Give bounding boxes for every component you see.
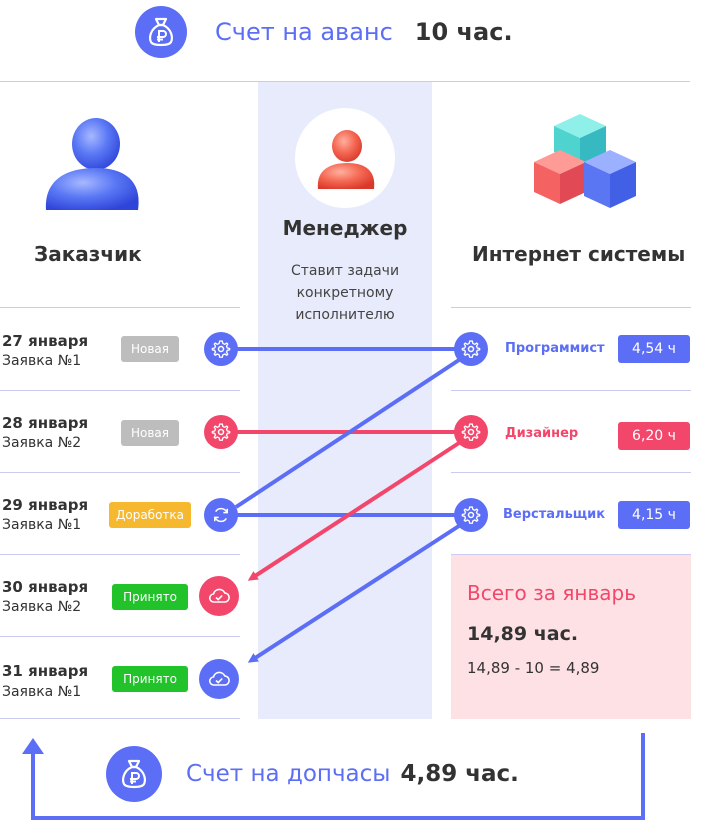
- request-date: 31 января: [2, 662, 89, 680]
- customer-avatar-icon: [38, 110, 142, 214]
- request-number: Заявка №1: [2, 684, 82, 700]
- status-badge: Принято: [112, 666, 188, 692]
- performer-role: Верстальщик: [503, 507, 606, 522]
- cloud-check-icon: [208, 588, 230, 603]
- money-bag-ruble-icon: [106, 746, 162, 802]
- gear-icon: [461, 423, 481, 441]
- return-loop: [31, 733, 645, 820]
- cubes-icon: [530, 108, 640, 214]
- gear-button[interactable]: [204, 332, 238, 366]
- gear-icon: [211, 340, 231, 358]
- gear-button[interactable]: [454, 415, 488, 449]
- money-bag-ruble-icon: [135, 6, 187, 58]
- performer-role: Программист: [505, 341, 605, 356]
- status-badge: Новая: [121, 336, 179, 362]
- advance-invoice-header: Счет на аванс 10 час.: [135, 6, 513, 58]
- gear-button[interactable]: [454, 498, 488, 532]
- cloud-check-icon: [208, 671, 230, 686]
- status-badge: Новая: [121, 420, 179, 446]
- gear-icon: [461, 506, 481, 524]
- gear-icon: [211, 423, 231, 441]
- performer-hours: 6,20 ч: [618, 422, 690, 450]
- systems-divider: [451, 554, 691, 555]
- request-date: 29 января: [2, 496, 89, 514]
- manager-avatar-icon: [317, 130, 375, 189]
- manager-description: Ставит задачи конкретному исполнителю: [290, 263, 400, 323]
- connector-arrow: [247, 439, 464, 581]
- advance-invoice-title: Счет на аванс: [215, 18, 393, 46]
- manager-avatar: [295, 108, 395, 208]
- monthly-summary: Всего за январь 14,89 час. 14,89 - 10 = …: [451, 555, 691, 719]
- summary-title: Всего за январь: [467, 581, 637, 605]
- gear-button[interactable]: [204, 415, 238, 449]
- refresh-icon: [214, 507, 228, 523]
- extra-hours-invoice: Счет на допчасы 4,89 час.: [106, 746, 519, 802]
- customer-divider: [0, 390, 240, 391]
- customer-divider: [0, 554, 240, 555]
- customer-divider: [0, 307, 240, 308]
- request-number: Заявка №1: [2, 517, 82, 533]
- performer-role: Дизайнер: [505, 426, 579, 441]
- customer-divider: [0, 636, 240, 637]
- gear-button[interactable]: [454, 332, 488, 366]
- refresh-button[interactable]: [204, 498, 238, 532]
- customer-divider: [0, 718, 240, 719]
- status-badge: Доработка: [109, 502, 191, 528]
- extra-hours-title: Счет на допчасы: [186, 761, 391, 787]
- connector-line: [234, 356, 464, 509]
- summary-total: 14,89 час.: [467, 623, 579, 645]
- status-badge: Принято: [112, 584, 188, 610]
- return-loop-arrowhead: [22, 738, 44, 754]
- performer-hours: 4,15 ч: [618, 501, 690, 529]
- request-date: 30 января: [2, 578, 89, 596]
- advance-invoice-value: 10 час.: [414, 18, 513, 46]
- extra-hours-value: 4,89 час.: [400, 761, 519, 787]
- connector-arrow: [247, 522, 464, 663]
- systems-divider: [451, 472, 691, 473]
- systems-divider: [451, 307, 691, 308]
- request-number: Заявка №2: [2, 435, 82, 451]
- request-number: Заявка №2: [2, 599, 82, 615]
- systems-divider: [451, 390, 691, 391]
- cloud-check-button[interactable]: [199, 659, 239, 699]
- request-date: 28 января: [2, 414, 89, 432]
- manager-column-title: Менеджер: [282, 216, 408, 240]
- request-date: 27 января: [2, 332, 89, 350]
- customer-column-title: Заказчик: [34, 242, 142, 266]
- performer-hours: 4,54 ч: [618, 335, 690, 363]
- gear-icon: [461, 340, 481, 358]
- customer-divider: [0, 472, 240, 473]
- cloud-check-button[interactable]: [199, 576, 239, 616]
- systems-column-title: Интернет системы: [472, 242, 686, 266]
- request-number: Заявка №1: [2, 353, 82, 369]
- header-divider: [0, 81, 690, 82]
- summary-formula: 14,89 - 10 = 4,89: [467, 659, 600, 677]
